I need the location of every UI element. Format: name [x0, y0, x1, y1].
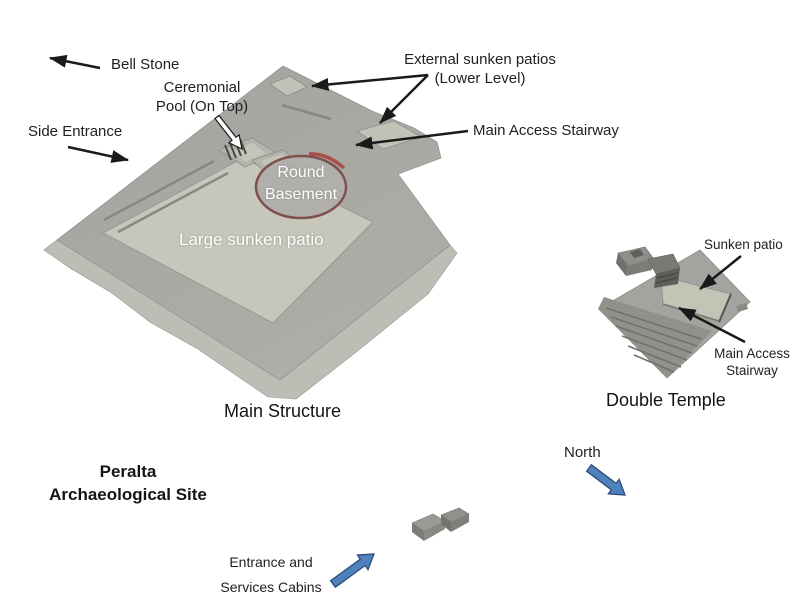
large-sunken-patio-label: Large sunken patio [179, 230, 324, 249]
entrance-cabins-label: Entrance and Services Cabins [201, 550, 341, 600]
dt-main-access-arrow [678, 306, 746, 344]
dt-stepped-face [598, 297, 712, 378]
external-patios-label-line2: (Lower Level) [434, 70, 526, 87]
dt-main-access-label-line1: Main Access [714, 346, 790, 361]
round-basement-accent [308, 152, 346, 170]
side-entrance-label: Side Entrance [28, 123, 123, 140]
external-patios-label-line1: External sunken patios [404, 51, 556, 68]
groove-line [103, 159, 215, 222]
double-temple-caption: Double Temple [606, 390, 726, 410]
entrance-cabins-arrow [329, 553, 375, 589]
main-structure-base [43, 239, 458, 400]
external-patios-arrow-1 [311, 73, 429, 91]
main-access-stairway-arrow [355, 129, 469, 150]
main-access-stairway-label: Main Access Stairway [473, 122, 619, 139]
side-entrance-arrow [67, 145, 129, 163]
external-patios-arrow-2 [379, 74, 429, 124]
entrance-cabins-label-line1: Entrance and [229, 554, 313, 570]
entrance-cabins-label-line2: Services Cabins [220, 579, 322, 595]
dt-sunken-patio-label: Sunken patio [704, 237, 783, 252]
site-title: Peralta Archaeological Site [18, 460, 238, 506]
round-basement-label: Round Basement [251, 162, 351, 206]
main-structure-caption: Main Structure [224, 401, 342, 421]
dt-sunken-patio-arrow [699, 255, 742, 290]
site-title-line1: Peralta [99, 462, 157, 481]
ceremonial-pool-label: Ceremonial Pool (On Top) [139, 78, 265, 116]
ceremonial-pool-arrow [214, 114, 243, 151]
dt-main-access-label-line2: Stairway [726, 363, 778, 378]
external-patio-1 [269, 75, 308, 97]
round-basement-label-line1: Round [277, 164, 325, 181]
bell-stone-arrow [49, 54, 101, 70]
ceremonial-pool-label-line1: Ceremonial [163, 79, 241, 96]
dt-patio-edge [718, 293, 732, 323]
groove-line [117, 171, 229, 234]
external-patios-label: External sunken patios (Lower Level) [398, 50, 562, 88]
bell-stone-label: Bell Stone [111, 56, 180, 73]
cabins-model [411, 507, 470, 541]
site-title-line2: Archaeological Site [49, 485, 207, 504]
north-arrow [585, 463, 626, 496]
round-basement-label-line2: Basement [264, 186, 338, 203]
dt-right-ledge [736, 303, 748, 312]
dt-temple-blocks [616, 246, 681, 288]
dt-main-access-label: Main Access Stairway [702, 345, 800, 379]
groove-line [281, 103, 332, 121]
dt-steps [605, 307, 702, 373]
round-basement-outline [254, 154, 348, 220]
north-label: North [564, 444, 601, 461]
round-basement [254, 152, 348, 220]
ceremonial-pool-label-line2: Pool (On Top) [155, 98, 249, 115]
